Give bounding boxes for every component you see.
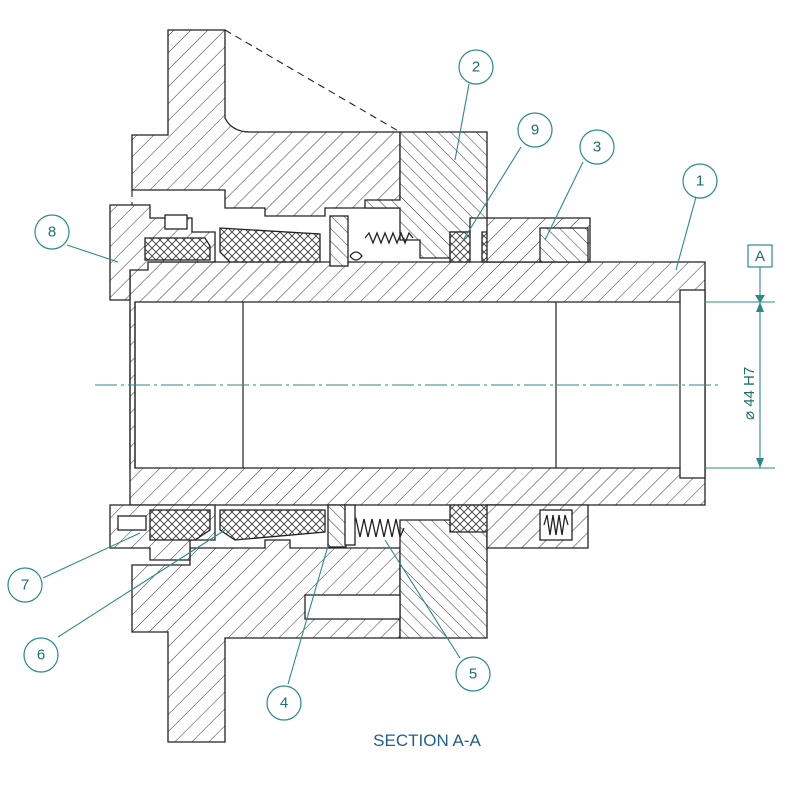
svg-text:8: 8 — [48, 224, 56, 241]
gland-plate-upper — [364, 131, 488, 259]
clamp-collar-lower — [486, 504, 589, 549]
callout-2: 2 — [458, 49, 494, 85]
callout-1: 1 — [682, 163, 718, 199]
svg-text:3: 3 — [593, 139, 601, 156]
housing-flange-lower — [131, 519, 488, 743]
spring-upper — [329, 215, 414, 267]
leader-lines — [42, 83, 697, 685]
diameter-dimension: ⌀ 44 H7 — [705, 301, 775, 469]
spring-lower — [327, 504, 405, 548]
callout-5: 5 — [455, 656, 491, 692]
housing-flange-upper — [131, 29, 401, 240]
callout-3: 3 — [579, 129, 615, 165]
svg-text:4: 4 — [280, 695, 288, 712]
datum-marker: A — [747, 244, 773, 303]
seal-ring-lower — [149, 504, 521, 541]
datum-label: A — [755, 248, 765, 265]
callout-4: 4 — [266, 685, 302, 721]
sleeve-bore — [129, 289, 706, 479]
svg-text:2: 2 — [472, 59, 480, 76]
svg-text:6: 6 — [37, 647, 45, 664]
svg-text:9: 9 — [531, 122, 539, 139]
svg-text:7: 7 — [21, 577, 29, 594]
section-title: SECTION A-A — [373, 731, 481, 750]
clamp-collar-upper — [486, 217, 591, 263]
callout-8: 8 — [34, 214, 70, 250]
callout-9: 9 — [517, 112, 553, 148]
dimension-label: ⌀ 44 H7 — [741, 367, 758, 420]
callout-6: 6 — [23, 637, 59, 673]
svg-text:5: 5 — [469, 666, 477, 683]
callout-7: 7 — [7, 567, 43, 603]
svg-text:1: 1 — [696, 173, 704, 190]
